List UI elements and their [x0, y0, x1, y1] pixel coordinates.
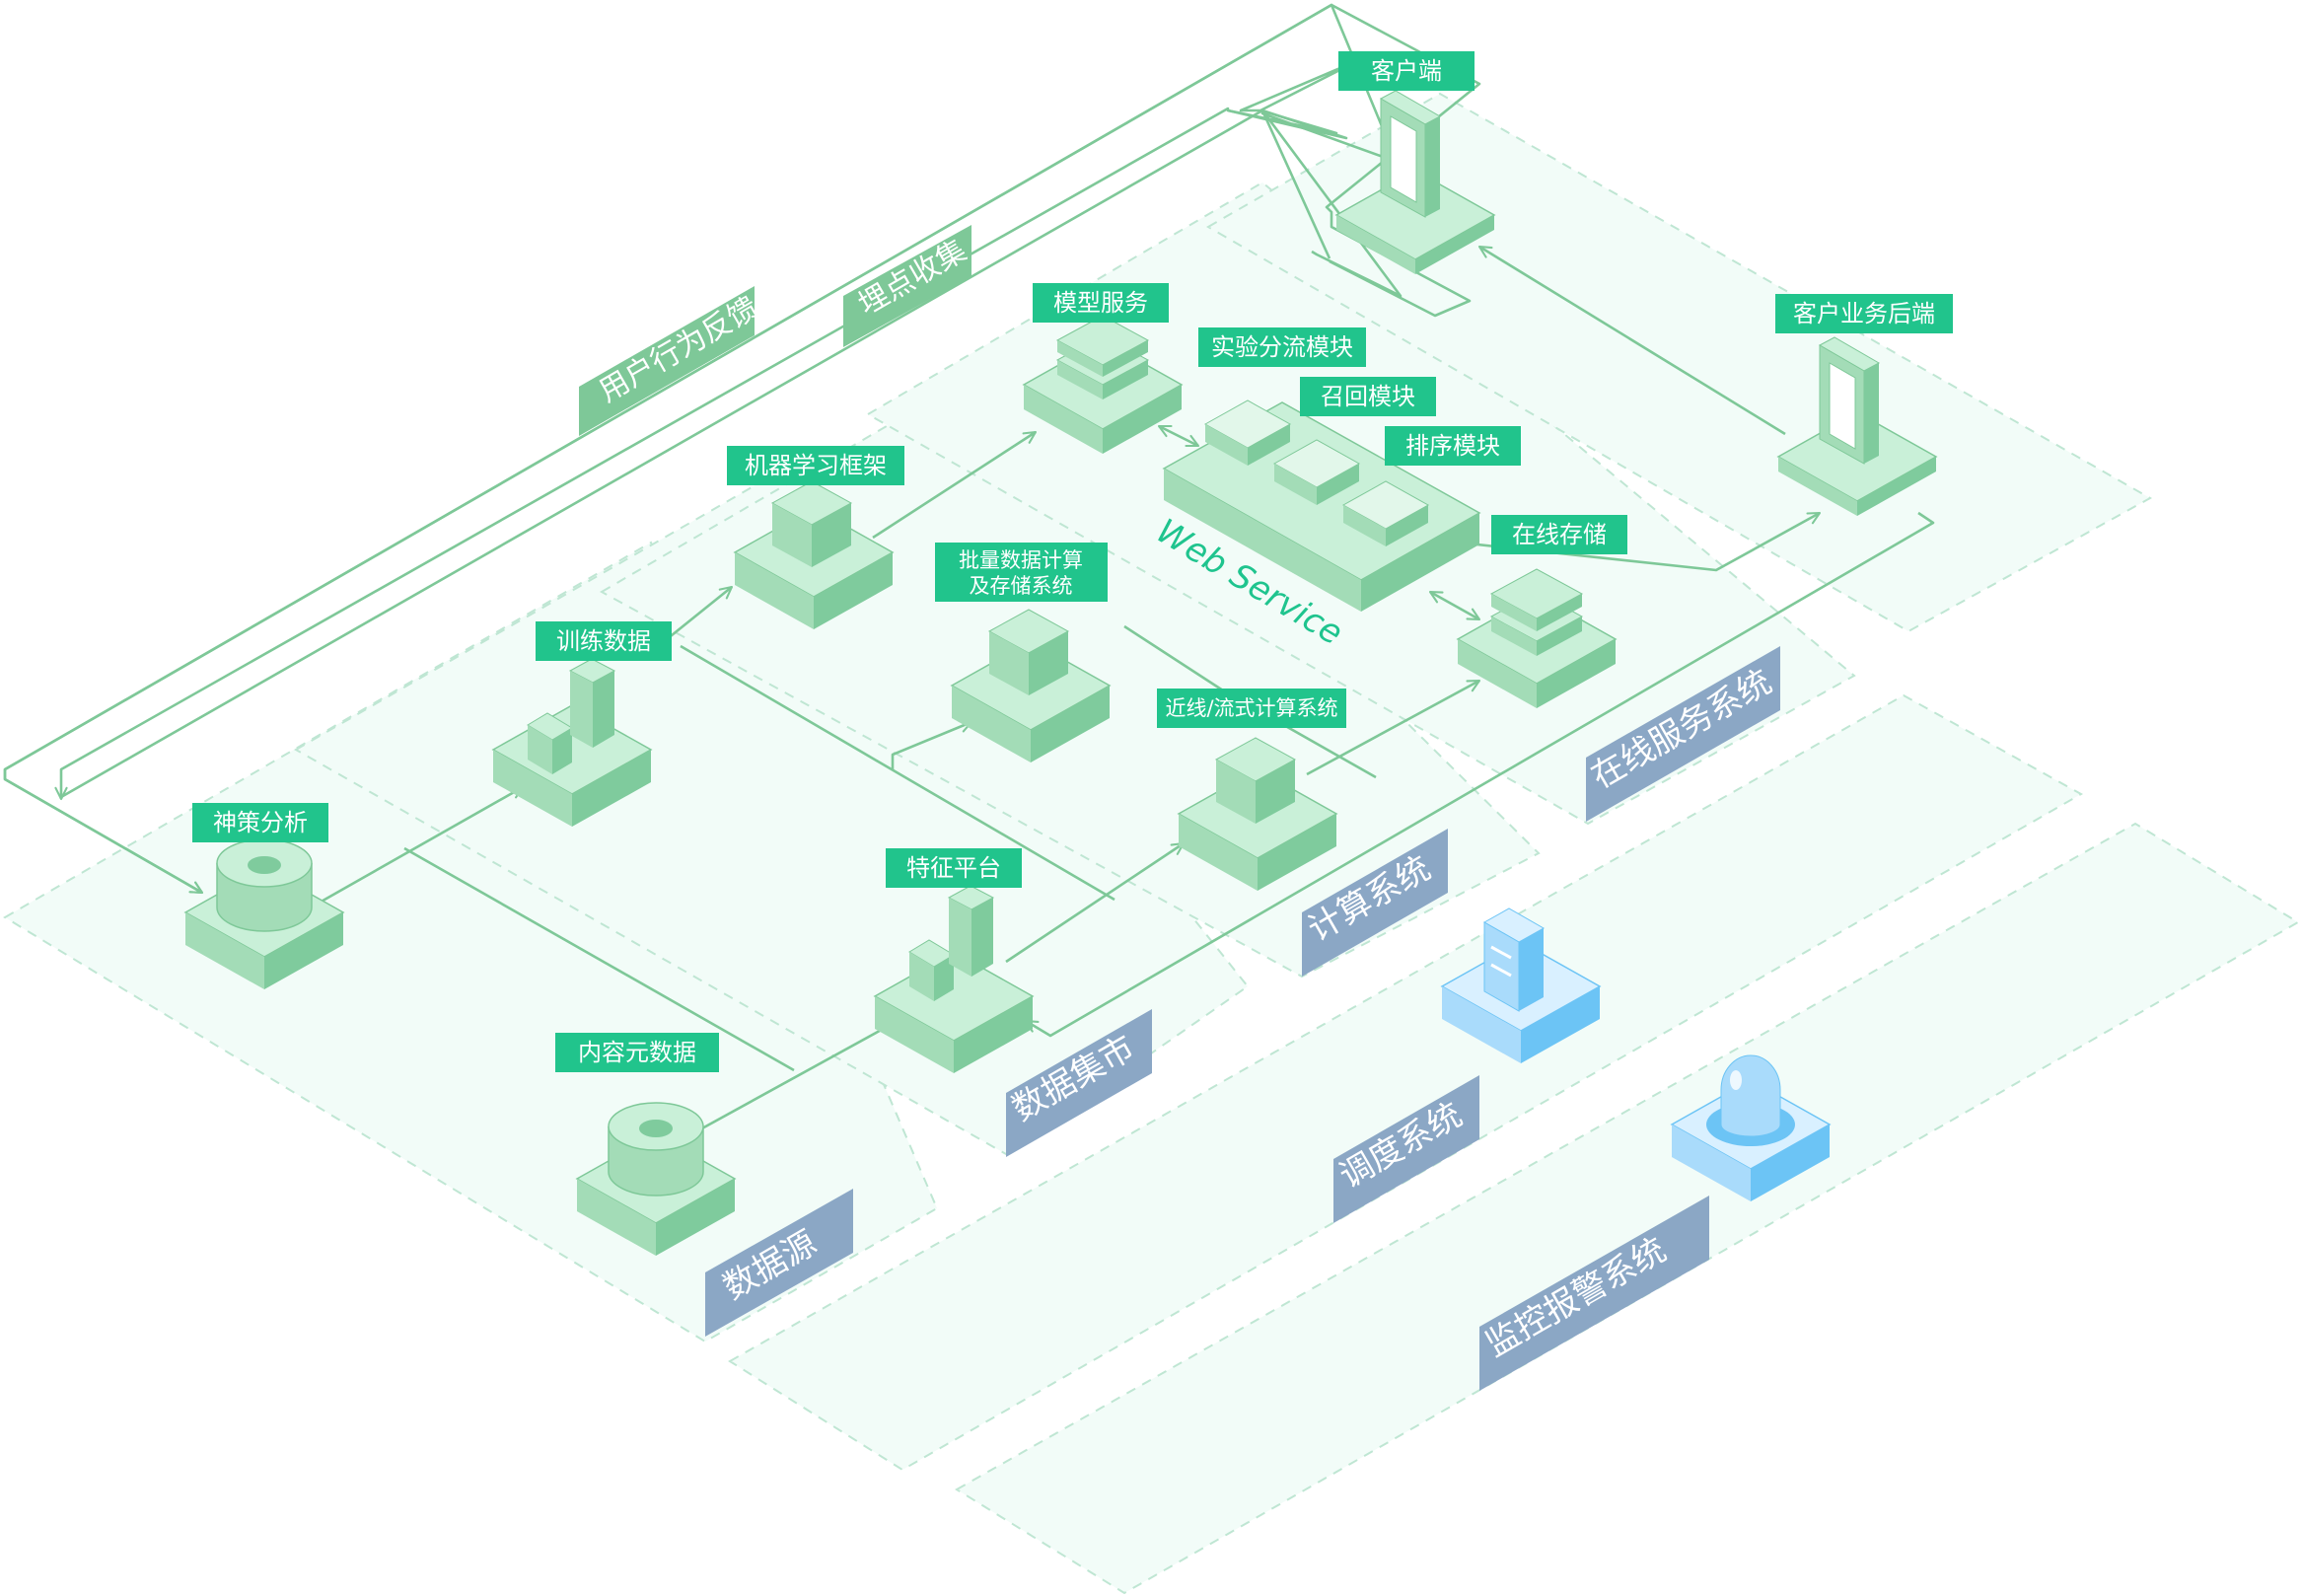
feature-to-nearline: [1005, 841, 1186, 964]
label-content-meta: 内容元数据: [555, 1033, 719, 1072]
scheduler-server-icon: [1440, 907, 1602, 1063]
svg-text:客户业务后端: 客户业务后端: [1793, 300, 1935, 327]
label-online-storage: 在线存储: [1491, 515, 1627, 554]
svg-text:批量数据计算: 批量数据计算: [959, 548, 1083, 572]
label-client: 客户端: [1338, 51, 1475, 91]
svg-text:模型服务: 模型服务: [1053, 289, 1148, 317]
model-webservice: [1157, 424, 1200, 448]
business-backend-node: [1776, 336, 1938, 516]
zone-monitoring: [955, 822, 2300, 1595]
online-storage-node: [1456, 568, 1618, 708]
label-business-backend: 客户业务后端: [1775, 294, 1953, 333]
backend-to-feature: [1024, 511, 1935, 1038]
zone-data-mart: [293, 447, 1250, 1156]
label-shence: 神策分析: [192, 803, 328, 842]
content-to-feature: [699, 1019, 899, 1131]
backend-to-client: [1477, 245, 1786, 436]
svg-text:客户端: 客户端: [1371, 57, 1442, 85]
svg-text:神策分析: 神策分析: [213, 809, 308, 836]
svg-text:在线存储: 在线存储: [1512, 521, 1607, 548]
label-recall-module: 召回模块: [1300, 377, 1436, 416]
feature-platform-node: [873, 885, 1035, 1073]
label-nearline: 近线/流式计算系统: [1157, 689, 1346, 728]
ml-to-model: [872, 430, 1038, 540]
svg-text:用户行为反馈: 用户行为反馈: [594, 291, 764, 409]
nearline-node: [1177, 737, 1338, 891]
batch-line-1: [891, 720, 973, 769]
label-feature-platform: 特征平台: [886, 848, 1022, 888]
svg-text:近线/流式计算系统: 近线/流式计算系统: [1165, 696, 1337, 720]
tracking-loop-main: [54, 107, 1403, 801]
label-rank-module: 排序模块: [1385, 426, 1521, 466]
shence-node: [183, 838, 345, 989]
flow-label-user-feedback: 用户行为反馈: [579, 286, 764, 436]
ml-framework-node: [733, 480, 895, 629]
label-training-data: 训练数据: [536, 621, 672, 661]
label-batch: 批量数据计算 及存储系统: [935, 543, 1108, 602]
svg-text:特征平台: 特征平台: [906, 854, 1001, 882]
zone-scheduler: [728, 693, 2084, 1472]
svg-text:召回模块: 召回模块: [1321, 383, 1415, 410]
model-service-node: [1022, 315, 1184, 454]
web-service-platform: [1162, 399, 1481, 612]
alarm-light-icon: [1670, 1054, 1832, 1201]
label-ab-module: 实验分流模块: [1198, 327, 1366, 367]
svg-text:内容元数据: 内容元数据: [578, 1039, 696, 1066]
nearline-to-storage: [1306, 679, 1481, 776]
batch-compute-node: [950, 609, 1112, 762]
flow-label-tracking: 埋点收集: [843, 225, 972, 347]
content-meta-node: [575, 1102, 737, 1256]
svg-text:排序模块: 排序模块: [1405, 432, 1500, 460]
client-node: [1334, 90, 1496, 274]
svg-text:实验分流模块: 实验分流模块: [1211, 333, 1353, 361]
training-data-node: [491, 658, 653, 827]
loop-inner: [60, 109, 1331, 799]
node-labels: 神策分析 训练数据 内容元数据 特征平台 机器学习框架 批量数据计算 及存储系统…: [192, 51, 1953, 1072]
label-model-service: 模型服务: [1033, 283, 1169, 323]
svg-text:机器学习框架: 机器学习框架: [745, 452, 887, 479]
svg-text:及存储系统: 及存储系统: [970, 574, 1073, 598]
svg-text:训练数据: 训练数据: [556, 627, 651, 655]
training-to-compute-line: [680, 644, 1115, 902]
shence-to-content-line: [403, 846, 795, 1072]
webservice-storage: [1428, 590, 1481, 621]
label-ml-framework: 机器学习框架: [727, 446, 904, 485]
shence-to-training: [310, 785, 525, 909]
